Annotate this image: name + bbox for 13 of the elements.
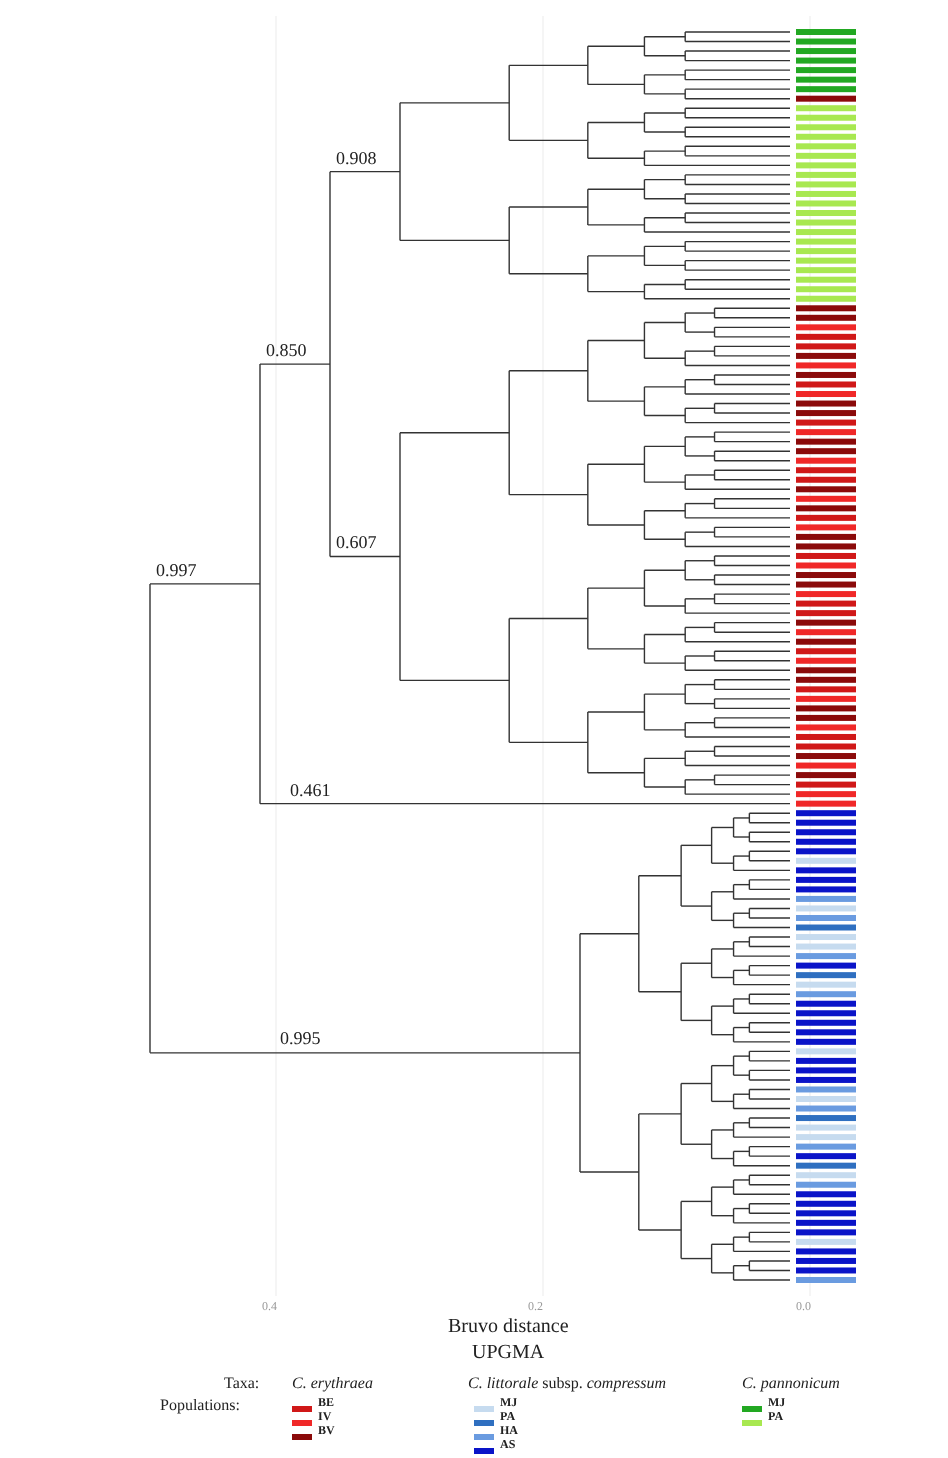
axis-title: Bruvo distance xyxy=(448,1316,569,1338)
taxon-name: C. littorale subsp. compressum xyxy=(468,1374,667,1392)
taxon-name: C. erythraea xyxy=(292,1374,373,1392)
legend-heading: Populations: xyxy=(160,1396,241,1414)
bootstrap-value: 0.607 xyxy=(336,532,377,553)
method-label: UPGMA xyxy=(472,1342,545,1364)
bootstrap-value: 0.461 xyxy=(290,779,331,800)
bootstrap-value: 0.995 xyxy=(280,1028,321,1049)
legend-heading: Taxa: xyxy=(224,1374,260,1392)
taxon-name: C. pannonicum xyxy=(742,1374,840,1392)
bootstrap-value: 0.997 xyxy=(156,559,197,580)
bootstrap-value: 0.908 xyxy=(336,147,377,168)
bootstrap-value: 0.850 xyxy=(266,340,307,361)
